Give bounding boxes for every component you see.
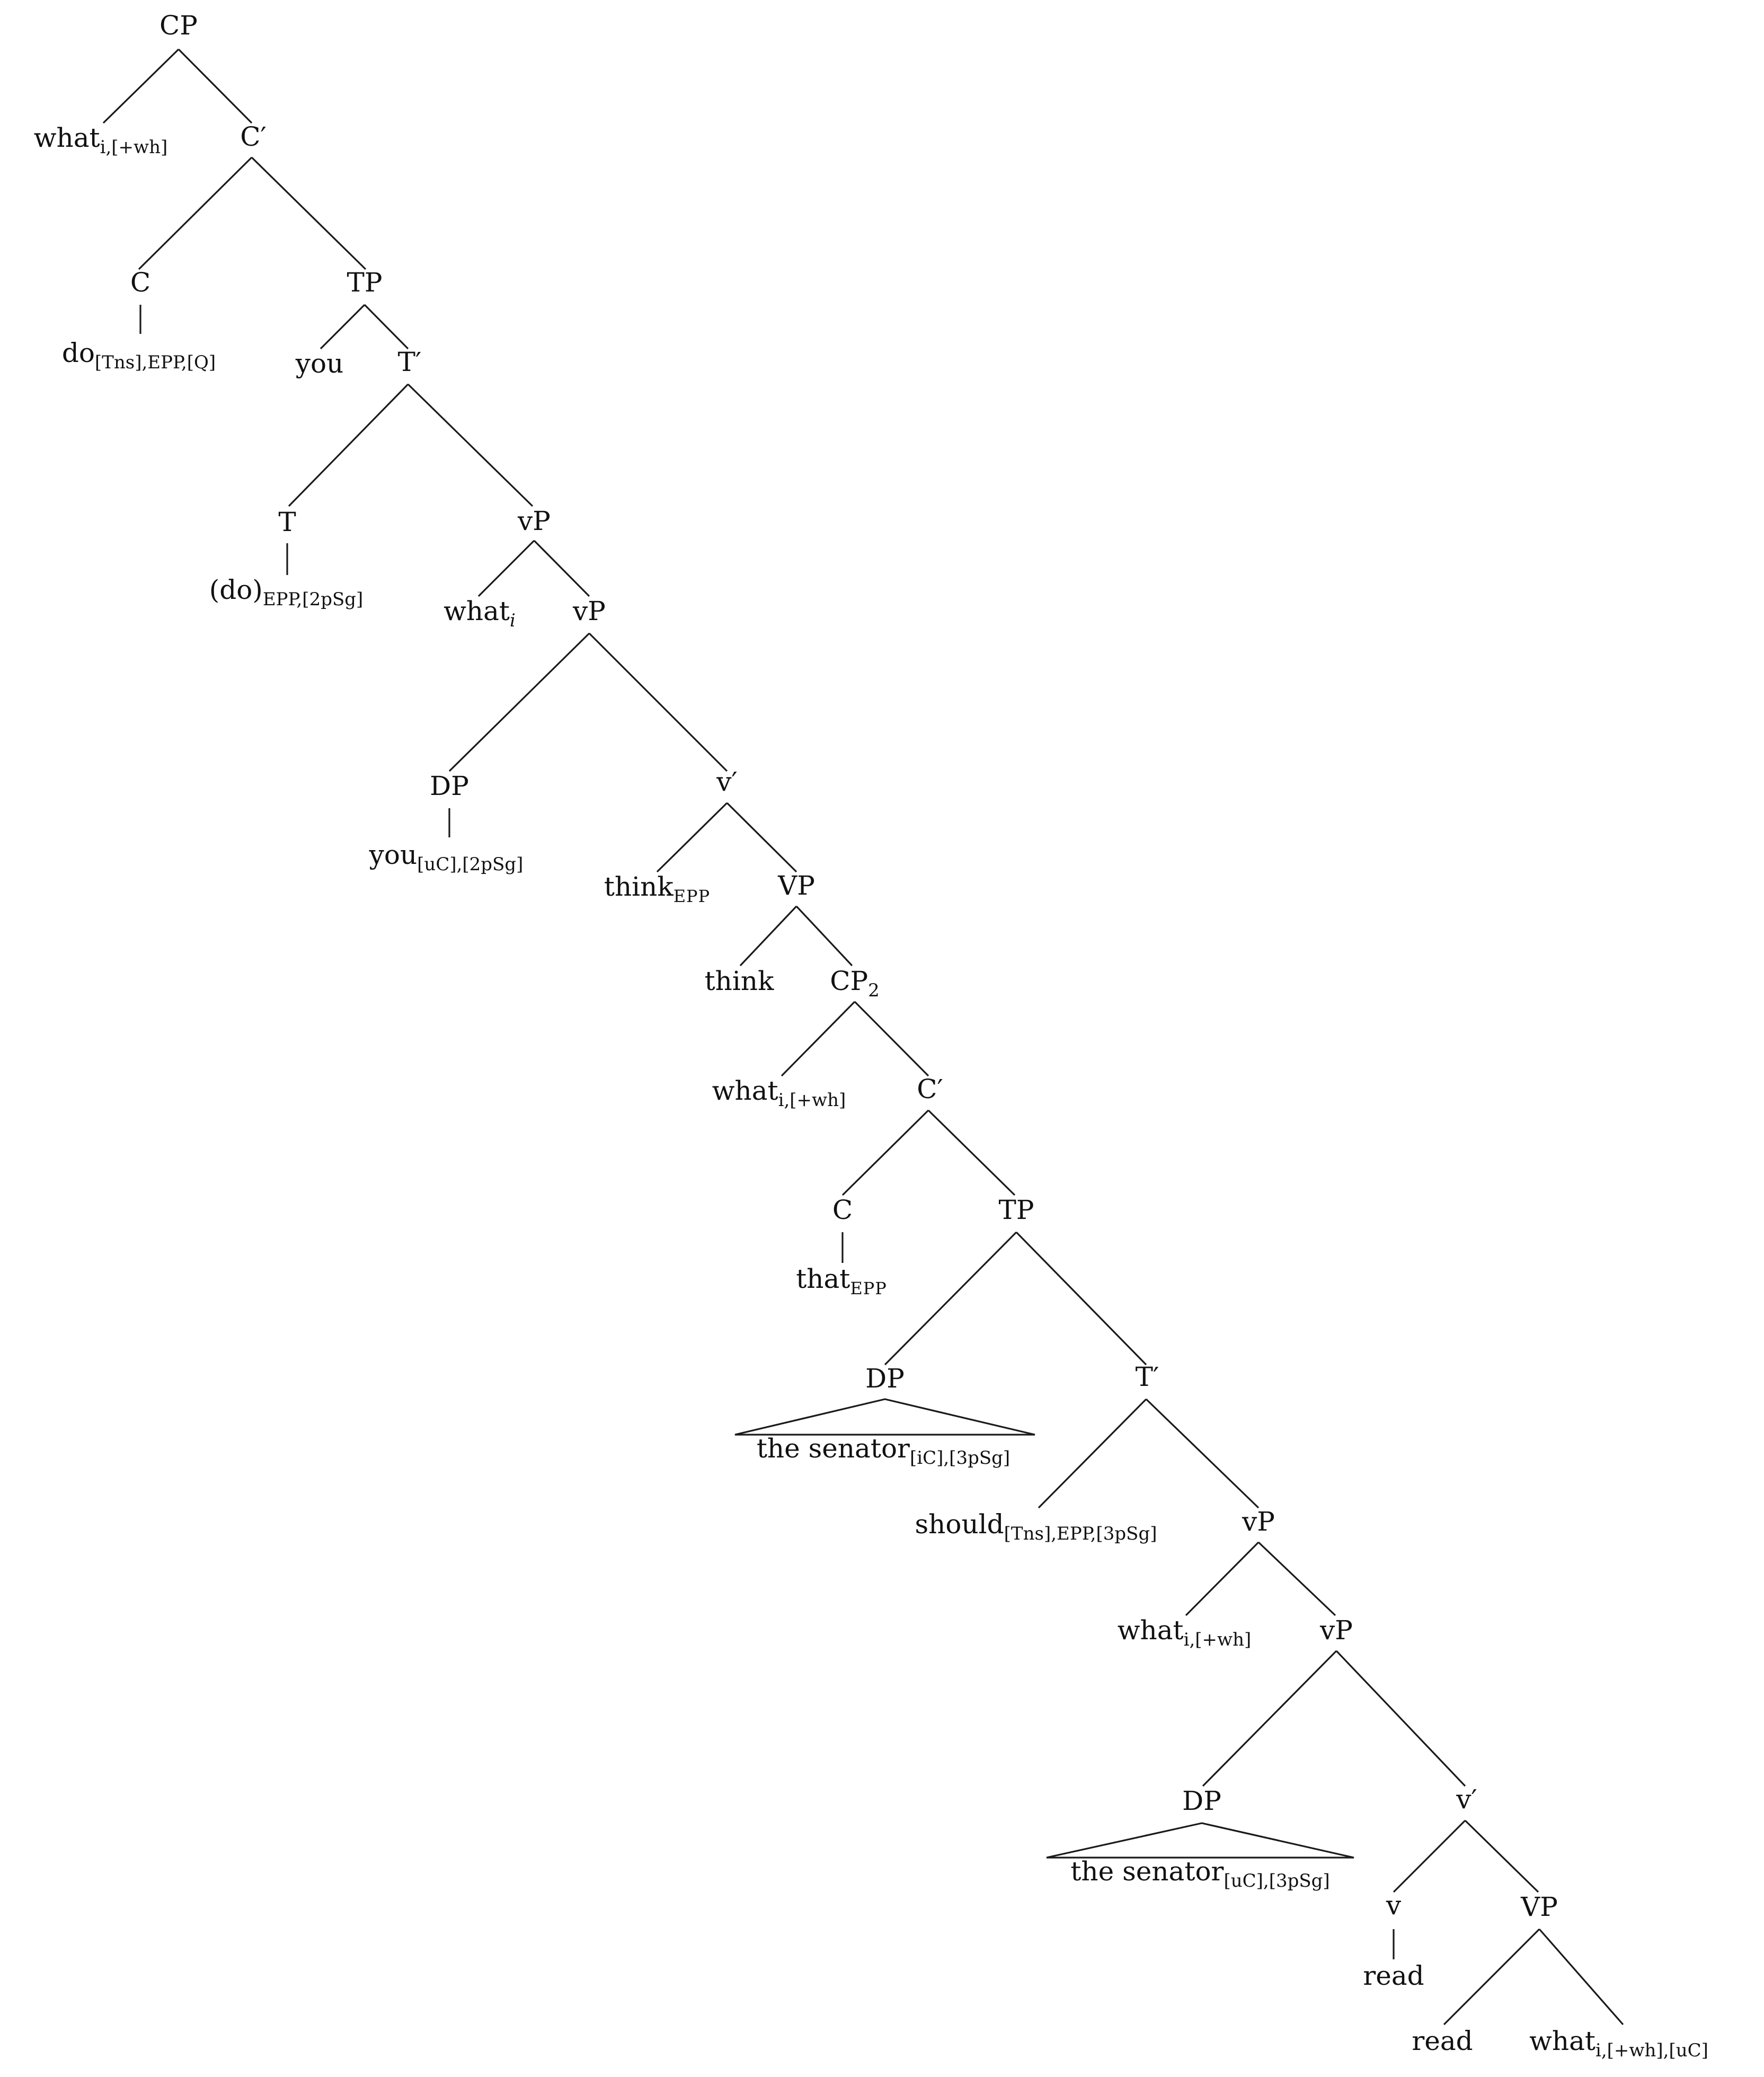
node-what-cp-2: whati,[+wh] xyxy=(712,1075,846,1111)
branch-line xyxy=(841,1109,929,1196)
branch-line xyxy=(1538,1928,1624,2026)
node-dp-1: DP xyxy=(430,771,469,801)
tree-triangles xyxy=(734,1398,1354,1859)
node-that: thatEPP xyxy=(796,1263,887,1298)
node-cbar-1: C′ xyxy=(240,121,267,152)
node-c-2: C xyxy=(832,1195,853,1225)
tree-labels: CP whati,[+wh] C′ C do[Tns],EPP,[Q] TP y… xyxy=(34,10,1708,2061)
dp-triangle xyxy=(1046,1822,1354,1859)
node-cbar-2: C′ xyxy=(917,1074,943,1104)
branch-line xyxy=(726,802,797,873)
node-vp-big-2: VP xyxy=(1520,1892,1558,1922)
node-senator-uc: the senator[uC],[3pSg] xyxy=(1070,1856,1329,1892)
node-senator-ic: the senator[iC],[3pSg] xyxy=(757,1433,1010,1469)
branch-line xyxy=(320,304,366,350)
branch-line xyxy=(1038,1398,1147,1509)
node-you-uc: you[uC],[2pSg] xyxy=(369,839,524,875)
branch-line xyxy=(927,1109,1016,1196)
branch-line xyxy=(1335,1650,1466,1787)
node-dp-3: DP xyxy=(1182,1786,1221,1816)
dp-triangle xyxy=(734,1398,1035,1436)
branch-line xyxy=(477,540,535,597)
branch-line xyxy=(1202,1650,1337,1787)
node-tbar-1: T′ xyxy=(398,347,422,377)
node-c-1: C xyxy=(130,267,150,298)
node-tp-2: TP xyxy=(999,1195,1034,1225)
node-vbar-2: v′ xyxy=(1456,1784,1477,1815)
node-t-1: T xyxy=(278,507,296,537)
branch-line xyxy=(795,905,853,967)
branch-line xyxy=(1015,1231,1147,1366)
branch-line xyxy=(138,156,253,270)
branch-line xyxy=(364,304,409,350)
branch-line xyxy=(178,48,253,124)
branch-line xyxy=(448,632,590,772)
node-tp-1: TP xyxy=(347,267,383,298)
branch-line xyxy=(854,1001,929,1077)
node-read-v: read xyxy=(1363,1960,1424,1991)
node-think-epp: thinkEPP xyxy=(604,871,710,906)
branch-line xyxy=(251,156,367,270)
branch-line xyxy=(102,48,180,124)
node-think: think xyxy=(705,966,774,996)
node-vbar-1: v′ xyxy=(716,766,738,797)
branch-line xyxy=(656,802,728,873)
node-vp-big-1: VP xyxy=(777,870,815,901)
branch-line xyxy=(884,1231,1017,1366)
node-tbar-2: T′ xyxy=(1136,1362,1159,1392)
branch-line xyxy=(1257,1541,1336,1616)
node-cp-root: CP xyxy=(159,10,198,41)
node-do-paren: (do)EPP,[2pSg] xyxy=(209,575,364,610)
branch-line xyxy=(1185,1541,1260,1616)
branch-line xyxy=(1393,1819,1466,1893)
node-read: read xyxy=(1412,2026,1473,2056)
node-dp-2: DP xyxy=(865,1363,905,1394)
node-v: v xyxy=(1386,1890,1402,1921)
branch-line xyxy=(781,1001,856,1077)
node-what-vp-1: whati xyxy=(444,596,516,631)
node-vp-2: vP xyxy=(1242,1506,1275,1537)
node-what-spec: whati,[+wh] xyxy=(34,122,168,158)
branch-line xyxy=(288,383,409,507)
branch-line xyxy=(1145,1398,1260,1509)
branch-line xyxy=(588,632,728,772)
node-cp-2: CP2 xyxy=(830,966,880,1001)
node-vp-1: vP xyxy=(517,506,551,536)
branch-line xyxy=(739,905,797,967)
node-should: should[Tns],EPP,[3pSg] xyxy=(915,1509,1157,1544)
node-vp-2b: vP xyxy=(1319,1615,1353,1646)
node-you: you xyxy=(295,348,344,379)
branch-line xyxy=(407,383,534,507)
branch-line xyxy=(533,540,590,597)
node-what-vp-2: whati,[+wh] xyxy=(1118,1615,1252,1650)
node-do: do[Tns],EPP,[Q] xyxy=(62,338,216,373)
tree-branches xyxy=(102,48,1624,2026)
branch-line xyxy=(1443,1928,1540,2026)
node-vp-1b: vP xyxy=(572,596,606,626)
node-what-final: whati,[+wh],[uC] xyxy=(1529,2026,1708,2061)
branch-line xyxy=(1464,1819,1539,1893)
